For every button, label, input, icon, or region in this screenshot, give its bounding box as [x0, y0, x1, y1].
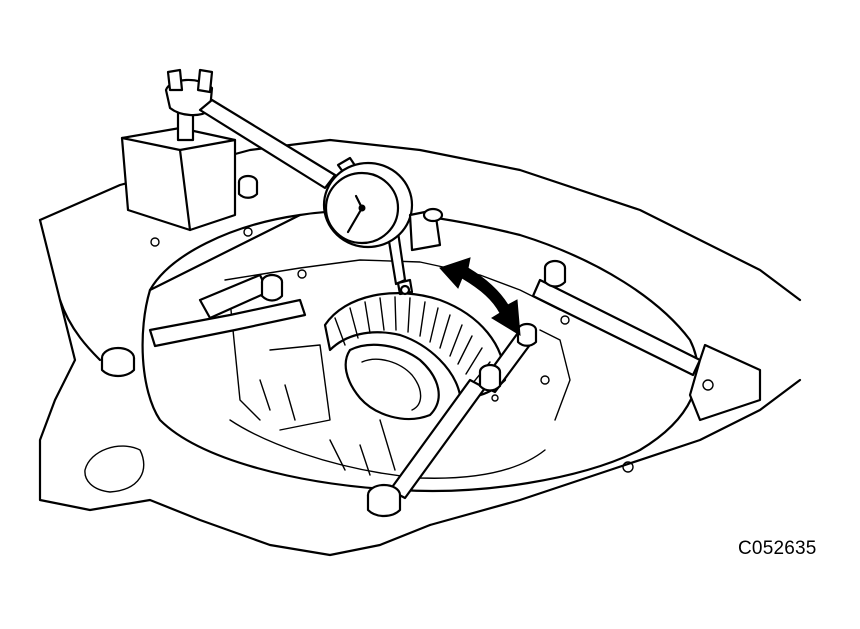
ring-gear-icon — [323, 292, 507, 421]
magnetic-base-icon — [120, 68, 237, 232]
bolt-icon — [237, 174, 259, 199]
figure-code-label: C052635 — [738, 538, 817, 559]
indicator-arm — [198, 98, 337, 190]
backlash-arrow-icon — [439, 257, 521, 336]
case-housing — [38, 138, 802, 557]
bolt-icon — [543, 259, 567, 288]
bolt-icon — [516, 322, 538, 347]
bolt-icon — [100, 346, 136, 378]
bolt-icon — [366, 483, 402, 518]
bolt-icon — [260, 273, 284, 302]
dial-indicator-icon — [322, 156, 444, 296]
bolt-heads — [100, 174, 634, 518]
bolt-icon — [478, 363, 502, 392]
